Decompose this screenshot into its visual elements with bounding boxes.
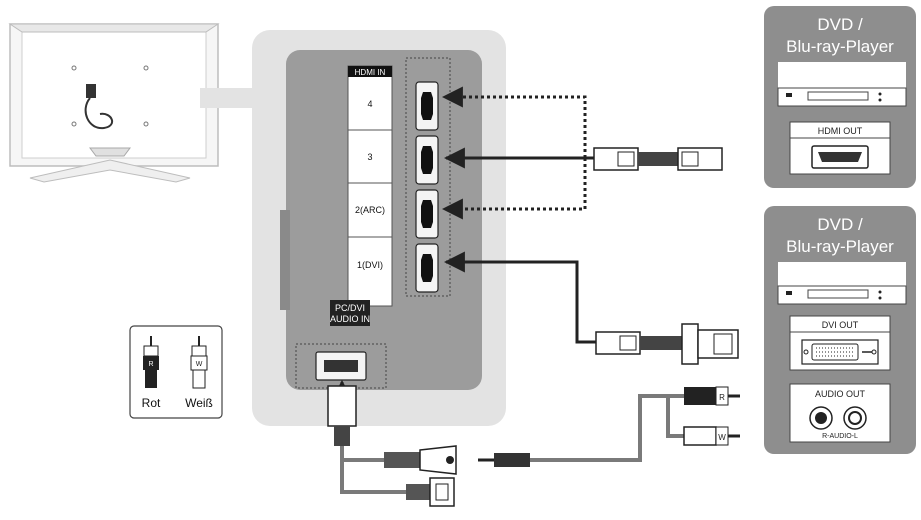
pc-audio-plug	[327, 385, 357, 446]
pc-audio-socket	[315, 351, 367, 381]
tv-back-illustration	[8, 23, 256, 183]
device-1-title-line2: Blu-ray-Player	[786, 37, 894, 56]
dvd-player-icon	[777, 62, 907, 107]
hdmi-plug-right	[658, 147, 723, 171]
legend-white-letter: W	[196, 361, 203, 368]
dvd-player-icon	[777, 262, 907, 305]
rca-white-letter: W	[718, 433, 726, 442]
pc-dvi-audio-label-line1: PC/DVI	[335, 303, 365, 313]
dvi-out-port: DVI OUT	[789, 315, 891, 371]
rca-red-letter: R	[719, 393, 725, 402]
legend-white-label: Weiß	[185, 396, 213, 410]
rca-red-plug-icon: R	[143, 336, 159, 388]
pc-dvi-audio-label-line2: AUDIO IN	[330, 314, 370, 324]
rca-white-plug-icon: W	[190, 336, 208, 389]
hdmi-plug-left	[593, 147, 658, 171]
plugs: R W	[327, 147, 740, 507]
device-2-title-line1: DVD /	[817, 215, 863, 234]
legend-red-label: Rot	[142, 396, 161, 410]
device-panel-hdmi: DVD / Blu-ray-Player HDMI OUT	[764, 6, 916, 188]
hdmi-sockets	[415, 81, 439, 293]
device-2-title-line2: Blu-ray-Player	[786, 237, 894, 256]
hdmi-in-label: HDMI IN	[355, 68, 386, 77]
audio-out-label: AUDIO OUT	[815, 389, 866, 399]
dvi-out-label: DVI OUT	[822, 320, 859, 330]
rca-plug-white: W	[683, 426, 740, 446]
audio-out-port: AUDIO OUT R-AUDIO-L	[789, 383, 891, 443]
cables	[331, 86, 684, 494]
rca-color-legend: R W Rot Weiß	[129, 325, 223, 419]
hdmi-plug-dvi-cable	[595, 331, 660, 355]
audio-jack-female	[384, 445, 457, 475]
audio-jack-male	[478, 453, 530, 467]
dvi-plug	[660, 323, 739, 365]
hdmi-out-label: HDMI OUT	[818, 126, 863, 136]
audio-out-sublabel: R-AUDIO-L	[822, 433, 858, 440]
hdmi-port-4-label: 4	[367, 99, 372, 109]
hdmi-port-1-label: 1(DVI)	[357, 260, 383, 270]
legend-red-letter: R	[148, 361, 153, 368]
dsub-adapter	[406, 477, 455, 507]
rca-plug-red: R	[684, 386, 740, 406]
device-panel-dvi: DVD / Blu-ray-Player DVI OUT AUDIO OUT	[764, 206, 916, 454]
hdmi-port-2-label: 2(ARC)	[355, 205, 385, 215]
connection-panel: HDMI IN 4 3 2(ARC) 1(DVI) PC/DVI AUDIO I…	[252, 30, 506, 426]
hdmi-out-port: HDMI OUT	[789, 121, 891, 175]
hdmi-port-3-label: 3	[367, 152, 372, 162]
device-1-title-line1: DVD /	[817, 15, 863, 34]
